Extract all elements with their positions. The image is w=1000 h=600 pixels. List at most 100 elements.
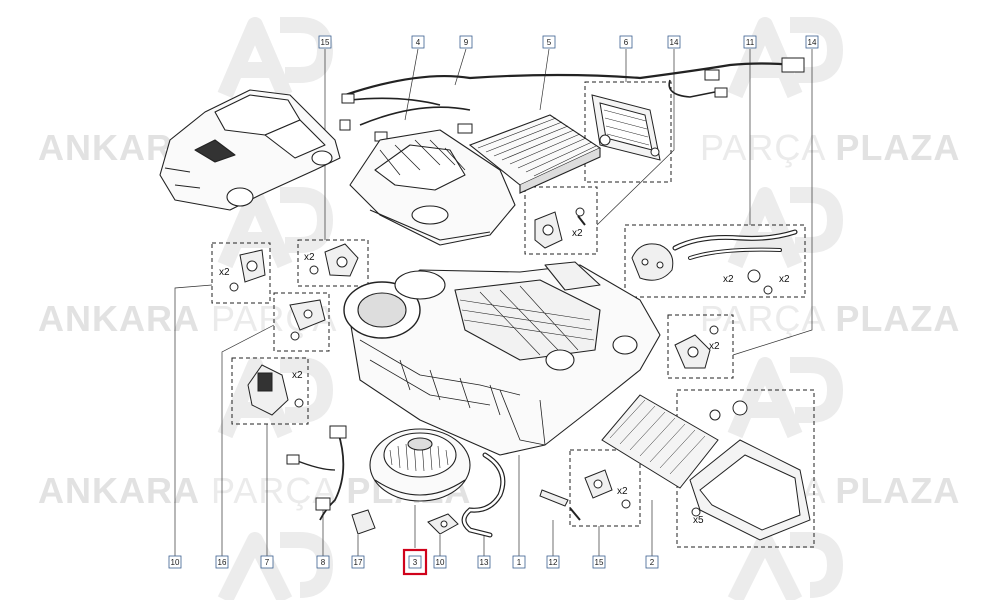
hvac-location-icon [194, 139, 236, 163]
car-wheel-icon [311, 150, 333, 166]
group-box-14a [524, 186, 598, 255]
heater-core-icon [601, 394, 719, 489]
actuator-14a [534, 207, 586, 249]
harness-wire-icon [319, 431, 345, 521]
actuator-15a [309, 243, 359, 277]
bottom-callout-box [592, 555, 606, 569]
bottom-callout-box [512, 555, 526, 569]
watermark-logos [217, 17, 843, 600]
top-callout-box [542, 35, 556, 49]
top-callout-label: 14 [808, 38, 817, 47]
top-callout-box [743, 35, 757, 49]
temp-sensor-icon [539, 489, 569, 507]
top-callout-box [805, 35, 819, 49]
expansion-valve-icon [631, 243, 674, 281]
connector-icon [704, 69, 720, 81]
quantity-labels: x2 x2 x2 x2 x2 x2 x2 x2 x5 [219, 228, 790, 526]
bottom-callout-label: 17 [354, 558, 363, 567]
quantity-label: x2 [304, 252, 315, 263]
bottom-callout-label: 8 [321, 558, 326, 567]
connector-17 [351, 509, 376, 535]
connector-icon [714, 87, 728, 98]
top-callout-label: 14 [670, 38, 679, 47]
bottom-callout-label: 10 [171, 558, 180, 567]
group-box-7 [231, 357, 309, 425]
top-callout-label: 15 [321, 38, 330, 47]
watermark-logo-icon [727, 532, 843, 600]
connector-block-icon [351, 509, 376, 535]
bottom-callout-box [477, 555, 491, 569]
actuator-15b [584, 469, 631, 509]
bottom-callout-label: 13 [480, 558, 489, 567]
bottom-callout-label: 1 [517, 558, 522, 567]
group-box-10 [211, 242, 271, 304]
highlighted-callout-frame [402, 548, 428, 576]
bottom-callout-box [433, 555, 447, 569]
panel-6 [591, 94, 661, 161]
group-box-14b [667, 314, 734, 379]
quantity-label: x2 [617, 486, 628, 497]
top-callout-box [667, 35, 681, 49]
bottom-callout-box [316, 555, 330, 569]
bottom-callout-box [351, 555, 365, 569]
harness-connectors [339, 57, 805, 142]
hvac-unit [343, 261, 661, 456]
actuator-10 [229, 249, 266, 292]
connector-icon [457, 123, 473, 134]
actuator-16 [289, 299, 326, 341]
bottom-callout-box [260, 555, 274, 569]
top-callout-label: 9 [464, 38, 469, 47]
top-callout-label: 5 [547, 38, 552, 47]
connector-icon [329, 425, 347, 439]
top-callout-label: 4 [416, 38, 421, 47]
quantity-label: x2 [572, 228, 583, 239]
top-callout-box [459, 35, 473, 49]
group-box-16 [273, 292, 330, 352]
bottom-callout-box [215, 555, 229, 569]
car-wheel-icon [226, 187, 254, 207]
watermark-logo-icon [217, 532, 333, 600]
group-box-15a [297, 239, 369, 287]
quantity-label: x2 [219, 267, 230, 278]
actuator-14b [674, 325, 719, 369]
heater-core-2 [601, 394, 811, 541]
top-callout-label: 11 [746, 38, 755, 47]
top-callout-box [318, 35, 332, 49]
quantity-label: x2 [709, 341, 720, 352]
upper-housing [349, 129, 516, 246]
car-side-window-icon [264, 119, 326, 159]
bottom-callout-label: 16 [218, 558, 227, 567]
cabin-filter [468, 114, 602, 194]
quantity-label: x2 [779, 274, 790, 285]
bottom-callout-box [168, 555, 182, 569]
bottom-callout-label: 3 [413, 558, 418, 567]
connector-icon [315, 497, 331, 511]
harness-wire-icon [344, 62, 796, 97]
bottom-callout-label: 15 [595, 558, 604, 567]
quantity-label: x5 [693, 515, 704, 526]
connector-icon [339, 119, 351, 131]
sensor-10 [427, 513, 459, 535]
resistor-7 [247, 364, 304, 416]
connector-icon [341, 93, 355, 104]
bottom-callout-label: 7 [265, 558, 270, 567]
connector-icon [286, 454, 300, 465]
watermark-row: PARÇA PLAZA [700, 298, 961, 339]
bottom-callout-label: 12 [549, 558, 558, 567]
bottom-callout-box [408, 555, 422, 569]
bottom-callout-box [645, 555, 659, 569]
watermark-logo-icon [217, 17, 333, 99]
watermark-row: ANKARA PARÇA [38, 298, 338, 339]
quantity-label: x2 [723, 274, 734, 285]
group-box-15b [569, 449, 641, 527]
bottom-callout-box [546, 555, 560, 569]
car-illustration [159, 89, 341, 211]
bottom-callout-label: 10 [436, 558, 445, 567]
watermark-row: PARÇA PLAZA [700, 127, 961, 168]
quantity-label: x2 [292, 370, 303, 381]
blower-motor [369, 428, 471, 502]
